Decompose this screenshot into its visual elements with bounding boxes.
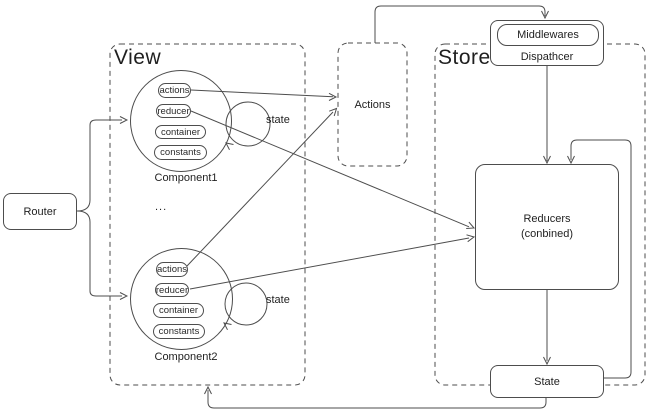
component2-item-actions: actions bbox=[156, 262, 188, 277]
arrowhead bbox=[225, 142, 234, 151]
arrowhead bbox=[466, 234, 476, 243]
connector-actions-to-dispatcher bbox=[374, 5, 546, 43]
router-node: Router bbox=[3, 193, 77, 230]
component2-circle bbox=[130, 248, 233, 350]
connector-component2-actions-to-actions bbox=[186, 111, 334, 267]
component2-item-container: container bbox=[153, 303, 204, 318]
connector-router-to-component1 bbox=[76, 119, 122, 212]
reducers-label-line2: (conbined) bbox=[521, 228, 573, 240]
component1-item-actions: actions bbox=[158, 83, 191, 98]
component1-item-container: container bbox=[155, 125, 206, 139]
arrowhead bbox=[543, 356, 551, 366]
state-loop-component1 bbox=[225, 101, 271, 147]
arrowhead bbox=[567, 155, 575, 165]
dispatcher-label: Dispathcer bbox=[520, 51, 574, 63]
store-group-label: Store bbox=[438, 46, 491, 69]
component1-circle bbox=[130, 70, 232, 172]
arrowhead bbox=[119, 116, 129, 124]
actions-node-border bbox=[337, 42, 408, 167]
dispatcher-node: Middlewares Dispathcer bbox=[490, 20, 604, 66]
component1-label: Component1 bbox=[154, 172, 218, 184]
component2-state-label: state bbox=[266, 294, 290, 306]
middlewares-label: Middlewares bbox=[517, 29, 579, 41]
components-ellipsis: ... bbox=[155, 201, 168, 213]
component1-state-label: state bbox=[266, 114, 290, 126]
component2-item-reducer: reducer bbox=[155, 283, 189, 297]
arrowhead bbox=[119, 292, 129, 300]
view-group-label: View bbox=[114, 46, 162, 69]
arrowhead bbox=[466, 221, 476, 229]
connector-state-to-reducers bbox=[570, 139, 632, 379]
state-label: State bbox=[534, 375, 560, 388]
reducers-label-line1: Reducers bbox=[523, 213, 571, 226]
router-label: Router bbox=[23, 205, 57, 218]
reducers-node: Reducers (conbined) bbox=[475, 164, 619, 290]
connector-router-to-component2 bbox=[76, 210, 122, 297]
state-node: State bbox=[490, 365, 604, 398]
component2-label: Component2 bbox=[154, 351, 218, 363]
arrowhead bbox=[328, 92, 338, 101]
arrowhead bbox=[204, 385, 212, 395]
arrowhead bbox=[541, 10, 549, 20]
connector-component2-reducer-to-reducers bbox=[189, 237, 470, 290]
component2-item-constants: constants bbox=[153, 324, 205, 339]
component1-item-constants: constants bbox=[154, 145, 207, 160]
connector-component1-reducer-to-reducers bbox=[190, 110, 470, 228]
view-group-border bbox=[109, 43, 306, 386]
arrowhead bbox=[329, 107, 338, 117]
component1-item-reducer: reducer bbox=[156, 104, 191, 118]
connector-state-to-view bbox=[207, 390, 547, 409]
middlewares-node: Middlewares bbox=[497, 24, 599, 46]
arrowhead bbox=[543, 155, 551, 165]
